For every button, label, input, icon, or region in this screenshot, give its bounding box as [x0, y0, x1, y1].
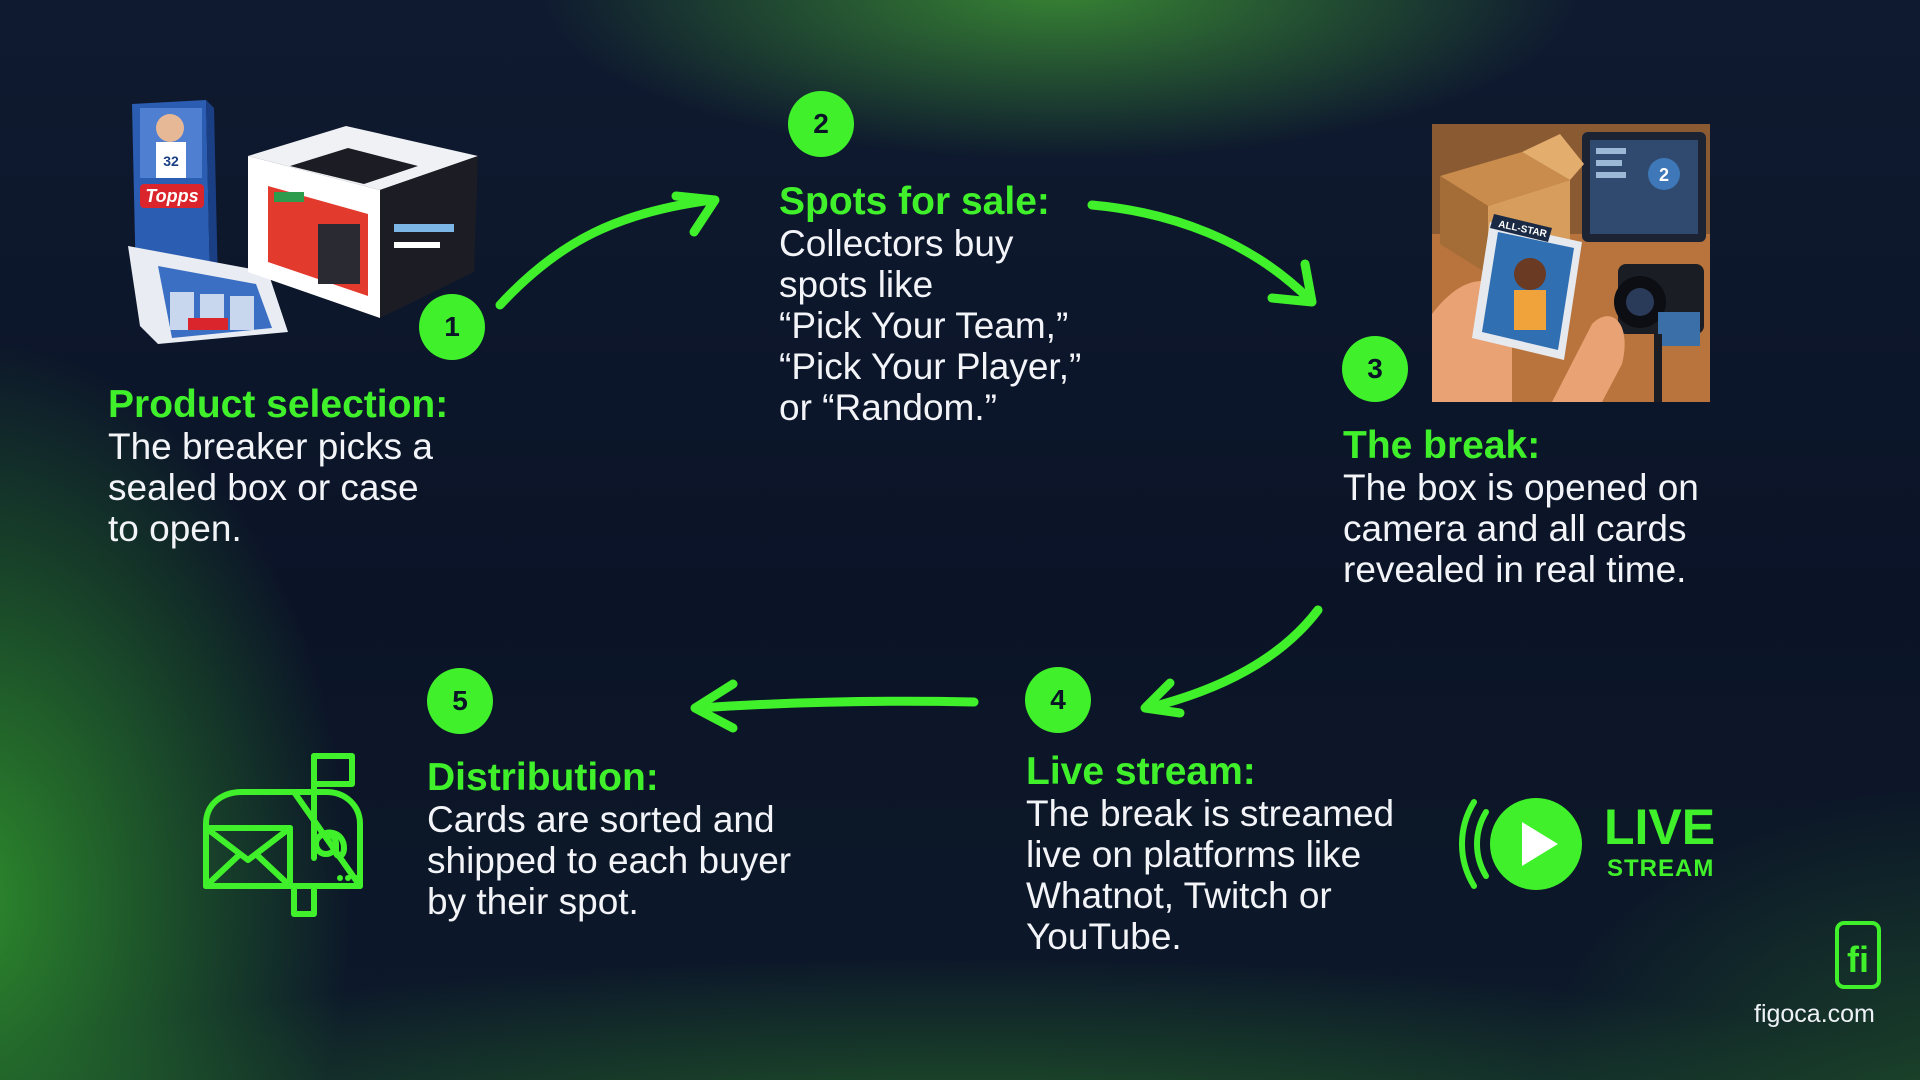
step-4-badge: 4: [1025, 667, 1091, 733]
brand-site[interactable]: figoca.com: [1754, 1000, 1875, 1028]
step-3-text: The break: The box is opened on camera a…: [1343, 424, 1783, 590]
arrow-1-to-2-head: [671, 191, 720, 237]
step-4-title: Live stream:: [1026, 750, 1256, 793]
step-2-title: Spots for sale:: [779, 180, 1050, 223]
step-3-description: The box is opened on camera and all card…: [1343, 467, 1699, 590]
step-5-badge: 5: [427, 668, 493, 734]
box-brand-label: Topps: [145, 186, 198, 206]
stream-word: STREAM: [1607, 855, 1715, 882]
mailbox-icon: [203, 753, 363, 917]
arrow-2-to-3: [1087, 200, 1315, 305]
arrow-4-to-5-head: [690, 679, 738, 733]
sealed-card-boxes-illustration: 32 Topps: [128, 100, 478, 344]
step-5-description: Cards are sorted and shipped to each buy…: [427, 799, 792, 922]
brand-logo-text: fi: [1847, 939, 1869, 980]
arrow-1-to-2: [495, 195, 717, 310]
step-3-badge: 3: [1342, 336, 1408, 402]
step-1-title: Product selection:: [108, 383, 449, 426]
live-word: LIVE: [1604, 799, 1716, 855]
step-2-badge: 2: [788, 91, 854, 157]
step-5-text: Distribution: Cards are sorted and shipp…: [427, 756, 867, 922]
arrow-2-to-3-head: [1267, 259, 1317, 307]
arrow-4-to-5: [693, 696, 979, 713]
screen-player-number: 2: [1659, 165, 1669, 185]
step-2-text: Spots for sale: Collectors buy spots lik…: [779, 180, 1159, 428]
brand-logo-icon: fi: [1835, 921, 1881, 989]
step-4-text: Live stream: The break is streamed live …: [1026, 750, 1456, 957]
step-4-description: The break is streamed live on platforms …: [1026, 793, 1395, 957]
arrow-3-to-4-head: [1140, 678, 1185, 718]
live-stream-play-icon: [1459, 798, 1582, 890]
step-2-description: Collectors buy spots like “Pick Your Tea…: [779, 223, 1082, 428]
step-5-title: Distribution:: [427, 756, 659, 799]
step-1-description: The breaker picks a sealed box or case t…: [108, 426, 433, 549]
arrow-3-to-4: [1143, 605, 1323, 713]
step-3-title: The break:: [1343, 424, 1541, 467]
jersey-number: 32: [163, 153, 179, 169]
step-1-text: Product selection: The breaker picks a s…: [108, 383, 528, 549]
step-1-badge: 1: [419, 294, 485, 360]
card-break-illustration: 2 ALL-STAR: [1432, 124, 1710, 402]
